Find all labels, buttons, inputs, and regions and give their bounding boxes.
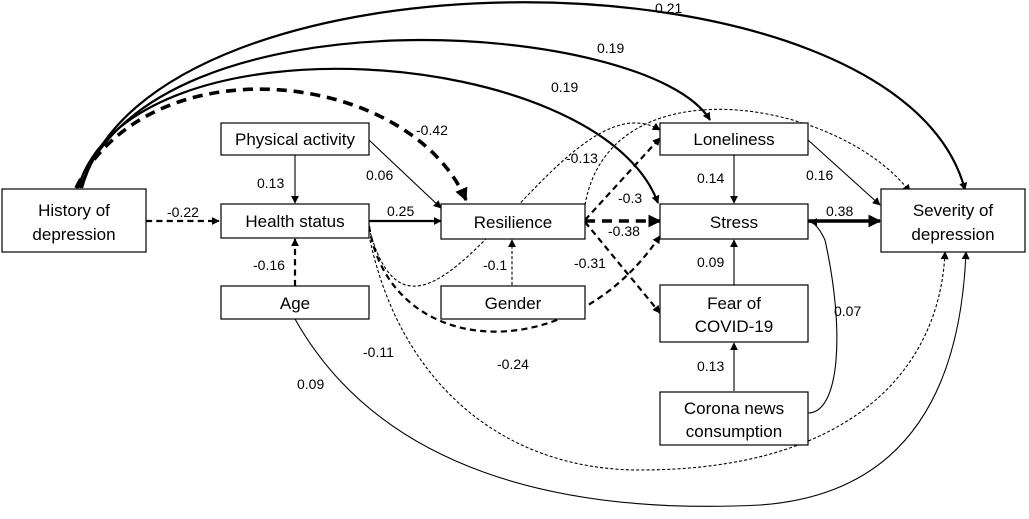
node-fear-of-covid-19: Fear of COVID-19 xyxy=(659,284,809,343)
node-physical-activity: Physical activity xyxy=(220,122,370,156)
node-label: Resilience xyxy=(474,213,552,232)
coef-resilience-fear: -0.31 xyxy=(574,255,606,271)
edge-news-stress xyxy=(807,218,838,414)
edge-loneliness-severity xyxy=(807,139,881,206)
node-history-of-depression: History of depression xyxy=(1,188,147,253)
node-health-status: Health status xyxy=(220,203,370,239)
coef-news-fear: 0.13 xyxy=(697,358,724,374)
edge-history-severity xyxy=(80,1,968,191)
node-label: Physical activity xyxy=(235,130,355,149)
coef-stress-severity: 0.38 xyxy=(826,203,853,219)
node-gender: Gender xyxy=(440,285,586,320)
coef-age-severity: 0.09 xyxy=(297,376,324,392)
coef-news-stress: 0.07 xyxy=(834,303,861,319)
edge-history-loneliness xyxy=(78,38,711,189)
node-label-line: COVID-19 xyxy=(695,317,773,336)
node-label: Health status xyxy=(245,212,344,231)
edge-history-resilience xyxy=(74,87,468,202)
coef-resilience-stress: -0.38 xyxy=(608,223,640,239)
node-label-line: consumption xyxy=(686,422,782,441)
coefficient-labels: -0.22 0.13 -0.16 0.06 0.25 -0.42 -0.1 -0… xyxy=(167,0,861,392)
edge-loneliness-severity-arc xyxy=(584,108,911,206)
coef-fear-stress: 0.09 xyxy=(697,254,724,270)
node-label-line: History of xyxy=(38,201,110,220)
node-label: Stress xyxy=(710,213,758,232)
node-severity-of-depression: Severity of depression xyxy=(880,188,1026,253)
node-stress: Stress xyxy=(659,203,809,240)
node-label: Age xyxy=(280,294,310,313)
edges xyxy=(74,1,970,507)
edge-physical-resilience xyxy=(368,139,442,209)
coef-age-health: -0.16 xyxy=(253,257,285,273)
coef-history-resilience: -0.42 xyxy=(416,122,448,138)
node-label-line: depression xyxy=(32,225,115,244)
node-label-line: depression xyxy=(911,225,994,244)
coef-physical-health: 0.13 xyxy=(257,175,284,191)
node-age: Age xyxy=(220,285,370,320)
coef-history-severity: 0.21 xyxy=(655,0,682,16)
edge-resilience-fear xyxy=(584,221,661,314)
coef-health-severity: -0.11 xyxy=(363,344,394,360)
coef-history-health: -0.22 xyxy=(167,204,199,220)
edge-resilience-loneliness xyxy=(584,137,661,221)
coef-health-stress: -0.24 xyxy=(497,356,529,372)
coef-physical-resilience: 0.06 xyxy=(366,167,393,183)
coef-resilience-loneliness: -0.3 xyxy=(618,190,642,206)
coef-history-loneliness: 0.19 xyxy=(597,40,624,56)
coef-loneliness-severity: 0.16 xyxy=(806,167,833,183)
node-label-line: Fear of xyxy=(707,294,761,313)
edge-health-stress xyxy=(367,225,661,333)
node-resilience: Resilience xyxy=(440,203,586,240)
node-label: Gender xyxy=(485,294,542,313)
node-label-line: Corona news xyxy=(684,399,784,418)
coef-loneliness-stress: 0.14 xyxy=(697,170,724,186)
coef-gender-resilience: -0.1 xyxy=(483,257,507,273)
coef-health-loneliness: -0.13 xyxy=(566,150,598,166)
coef-health-resilience: 0.25 xyxy=(387,203,414,219)
node-label-line: Severity of xyxy=(913,201,994,220)
coef-history-stress: 0.19 xyxy=(551,79,578,95)
node-label: Loneliness xyxy=(693,130,774,149)
node-loneliness: Loneliness xyxy=(659,122,809,156)
edge-health-severity xyxy=(369,239,949,471)
edge-age-severity xyxy=(294,251,970,507)
node-corona-news-consumption: Corona news consumption xyxy=(659,391,809,446)
nodes: History of depression Physical activity … xyxy=(1,122,1026,446)
